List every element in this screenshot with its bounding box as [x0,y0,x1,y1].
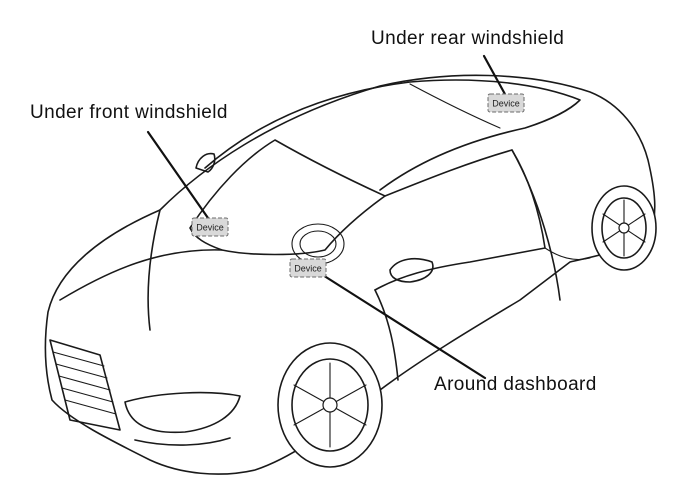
leader-front-windshield [146,130,210,220]
side-blade [544,247,591,261]
device-label-dashboard: Device [294,264,322,274]
leader-rear-windshield [482,54,508,98]
headlight [124,391,241,434]
side-mirror-left [195,152,216,173]
side-window [374,149,546,291]
rear-wheel-spokes [602,199,646,257]
device-marker-front: Device [191,217,229,237]
device-marker-rear: Device [487,93,525,113]
label-under-front-windshield: Under front windshield [30,102,228,123]
rear-glass-line [409,83,501,129]
grille-bars [52,351,117,415]
label-under-rear-windshield: Under rear windshield [371,28,565,49]
front-grille [49,339,121,431]
leader-dashboard [316,270,487,380]
front-intake [134,437,231,446]
device-label-front: Device [196,223,224,233]
car-roof [204,79,581,191]
side-mirror-right [389,257,434,283]
label-around-dashboard: Around dashboard [434,374,597,395]
hood-line [59,249,223,301]
door-rear-line [511,149,561,301]
hood-crease [147,209,161,331]
door-line [374,289,399,381]
device-marker-dashboard: Device [289,258,327,278]
front-wheel-spokes [293,362,367,448]
device-label-rear: Device [492,99,520,109]
